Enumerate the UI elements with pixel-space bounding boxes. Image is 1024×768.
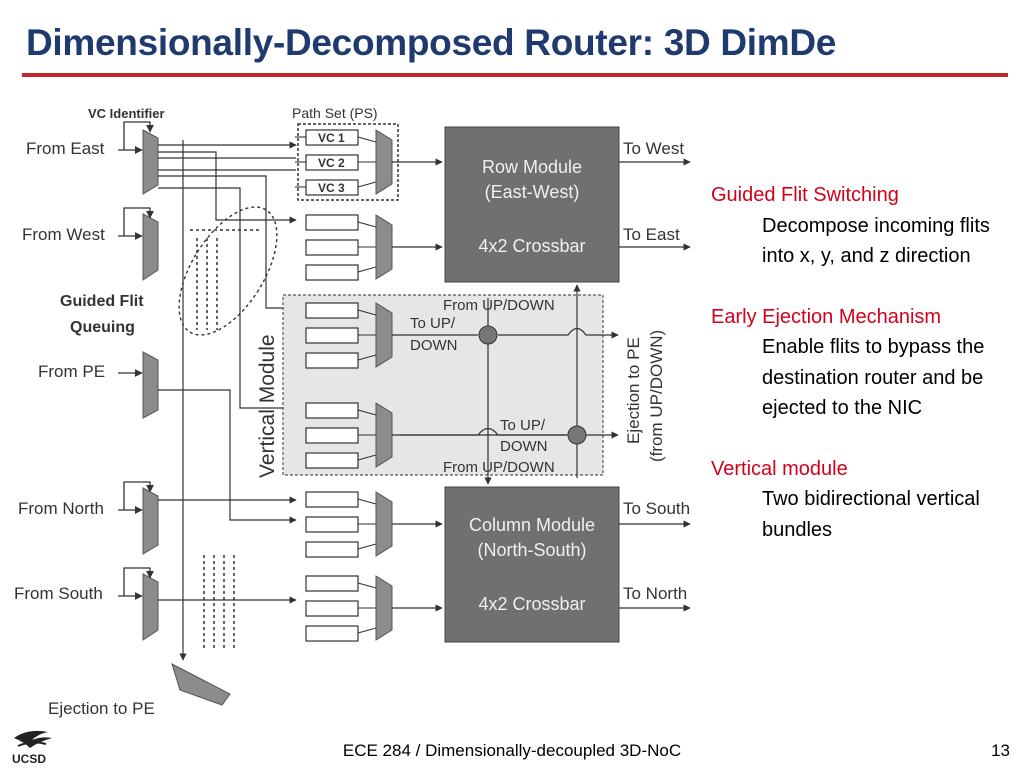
vc2-label: VC 2 <box>318 156 345 170</box>
row-module-line1: Row Module <box>482 157 582 177</box>
demux-east <box>142 129 159 195</box>
demux-south <box>142 573 159 641</box>
row-module-line2: (East-West) <box>485 182 580 202</box>
mux-col-1 <box>375 491 393 557</box>
demux-pe <box>142 351 159 419</box>
to-north-label: To North <box>623 584 687 603</box>
column-module <box>444 486 620 643</box>
column-module-line2: (North-South) <box>477 540 586 560</box>
mux-col-2 <box>375 575 393 641</box>
slide-title: Dimensionally-Decomposed Router: 3D DimD… <box>26 22 837 63</box>
to-updown-bottom-line1: To UP/ <box>500 417 546 434</box>
to-updown-top-line2: DOWN <box>410 337 458 354</box>
to-updown-bottom-line2: DOWN <box>500 438 548 455</box>
guided-flit-queuing-line2: Queuing <box>70 319 135 336</box>
page-number: 13 <box>991 741 1010 760</box>
from-north-label: From North <box>18 499 104 518</box>
demux-west <box>142 213 159 281</box>
router-diagram: VC Identifier Path Set (PS) From East Fr… <box>14 105 691 718</box>
vertical-module-region <box>282 294 604 476</box>
slide-footer: ECE 284 / Dimensionally-decoupled 3D-NoC <box>342 741 682 760</box>
vertical-module-label: Vertical Module <box>256 334 279 478</box>
mux-vert-down <box>375 402 393 468</box>
to-east-label: To East <box>623 225 680 244</box>
mux-vert-up <box>375 302 393 368</box>
ejection-mux <box>171 663 231 706</box>
to-south-label: To South <box>623 499 690 518</box>
path-set-label: Path Set (PS) <box>292 105 378 121</box>
note-vertical-module: Vertical module Two bidirectional vertic… <box>711 454 1011 546</box>
mux-row-2 <box>375 214 393 280</box>
note-heading: Early Ejection Mechanism <box>711 305 942 328</box>
from-south-label: From South <box>14 584 103 603</box>
note-body: Decompose incoming flits into x, y, and … <box>762 214 990 268</box>
title-divider <box>22 73 1008 77</box>
column-module-line1: Column Module <box>469 515 595 535</box>
demux-north <box>142 487 159 555</box>
row-module-line3: 4x2 Crossbar <box>478 236 585 256</box>
row-module <box>444 126 620 283</box>
from-pe-label: From PE <box>38 362 105 381</box>
from-updown-bottom: From UP/DOWN <box>443 459 555 476</box>
notes-panel: Guided Flit Switching Decompose incoming… <box>711 180 1011 575</box>
note-early-ejection: Early Ejection Mechanism Enable flits to… <box>711 302 1011 424</box>
guided-flit-queuing-ellipse <box>178 206 278 336</box>
note-guided-flit-switching: Guided Flit Switching Decompose incoming… <box>711 180 1011 272</box>
column-module-line3: 4x2 Crossbar <box>478 594 585 614</box>
junction-down <box>567 425 587 445</box>
guided-flit-queuing-line1: Guided Flit <box>60 293 144 310</box>
ejection-side-line2: (from UP/DOWN) <box>647 330 666 462</box>
junction-up <box>478 325 498 345</box>
logo-text: UCSD <box>12 752 46 766</box>
vc3-label: VC 3 <box>318 181 345 195</box>
note-body: Enable flits to bypass the destination r… <box>762 336 985 419</box>
ucsd-logo: UCSD <box>12 730 52 766</box>
mux-vc <box>375 129 393 195</box>
from-east-label: From East <box>26 139 105 158</box>
note-heading: Vertical module <box>711 457 848 480</box>
vc-identifier-label: VC Identifier <box>88 106 165 121</box>
ejection-side-line1: Ejection to PE <box>624 337 643 444</box>
from-updown-top: From UP/DOWN <box>443 297 555 314</box>
note-heading: Guided Flit Switching <box>711 184 899 206</box>
from-west-label: From West <box>22 225 105 244</box>
vc1-label: VC 1 <box>318 131 345 145</box>
to-west-label: To West <box>623 139 684 158</box>
note-body: Two bidirectional vertical bundles <box>762 488 980 541</box>
to-updown-top-line1: To UP/ <box>410 315 456 332</box>
ejection-to-pe-label: Ejection to PE <box>48 699 155 718</box>
